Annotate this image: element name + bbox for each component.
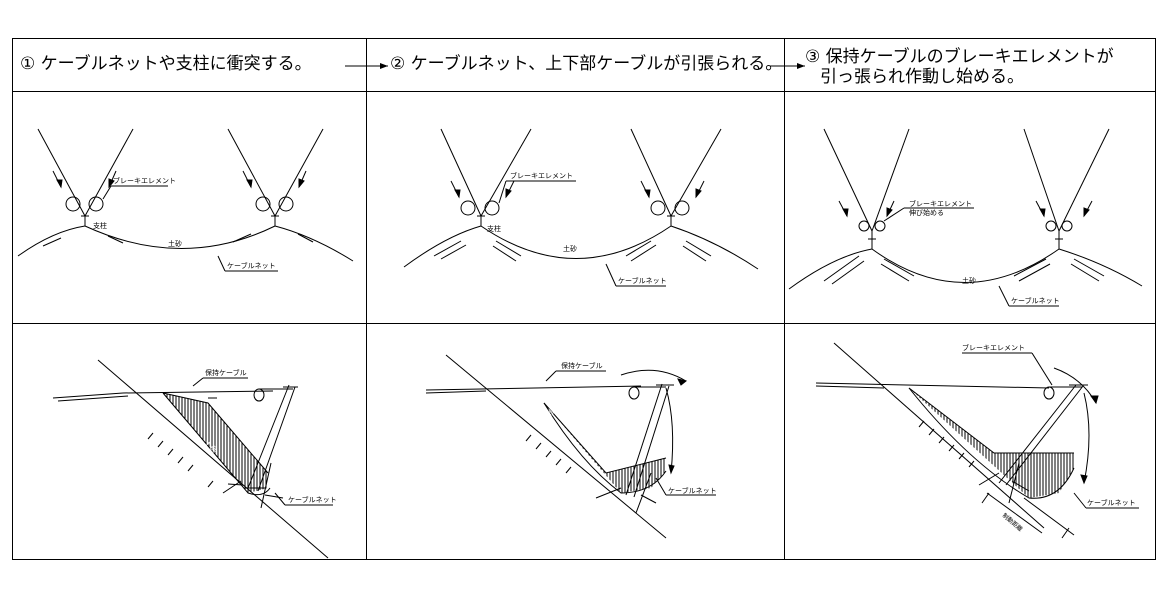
cable-net-label: ケーブルネット	[288, 495, 337, 504]
brake-element-label: ブレーキエレメント	[962, 343, 1025, 352]
impact-panel-1: ブレーキエレメント 支柱 土砂 ケーブルネット	[17, 128, 354, 272]
brake-element-label: ブレーキエレメント	[510, 171, 573, 180]
cable-net-label: ケーブルネット	[618, 276, 667, 285]
impact-panel-2: ブレーキエレメント 支柱 土砂 ケーブルネット	[403, 128, 759, 287]
header-arrows	[345, 63, 805, 69]
cable-net-label: ケーブルネット	[1011, 296, 1060, 305]
soil-label: 土砂	[978, 422, 996, 440]
soil-label: 土砂	[563, 244, 577, 253]
post-label: 支柱	[487, 224, 501, 233]
cable-net-label: ケーブルネット	[1087, 498, 1136, 507]
step2-text: ② ケーブルネット、上下部ケーブルが引張られる。	[390, 54, 783, 74]
side-panel-1: 保持ケーブル 土砂 ケーブルネット	[52, 359, 337, 559]
cable-net-label: ケーブルネット	[668, 486, 717, 495]
side-panel-2: 保持ケーブル 土砂 ケーブルネット	[425, 354, 717, 539]
step3-text-line1: ③ 保持ケーブルのブレーキエレメントが	[805, 47, 1114, 67]
diagram-frame	[12, 38, 1156, 560]
braking-distance-label: 制動距離	[1001, 511, 1025, 533]
column-divider-2	[784, 39, 785, 559]
column-divider-1	[366, 39, 367, 559]
cable-net-label: ケーブルネット	[227, 261, 276, 270]
holding-cable-label: 保持ケーブル	[561, 361, 603, 370]
step3-text-line2: 引っ張られ作動し始める。	[820, 67, 1024, 87]
brake-element-label: ブレーキエレメント	[909, 199, 972, 208]
holding-cable-label: 保持ケーブル	[205, 368, 247, 377]
row-divider	[13, 323, 1155, 324]
post-label: 支柱	[93, 221, 107, 230]
soil-label: 土砂	[168, 239, 182, 248]
header-divider	[13, 91, 1155, 92]
impact-panel-3: ブレーキエレメント 伸び始める 土砂 ケーブルネット	[788, 128, 1143, 307]
brake-element-label: ブレーキエレメント	[113, 176, 176, 185]
step1-text: ① ケーブルネットや支柱に衝突する。	[20, 54, 312, 74]
side-panel-3: ブレーキエレメント 土砂 ケーブルネット 制動距離	[815, 342, 1139, 539]
soil-label: 土砂	[538, 406, 556, 424]
soil-label: 土砂	[962, 276, 976, 285]
brake-starts-label: 伸び始める	[909, 208, 944, 217]
